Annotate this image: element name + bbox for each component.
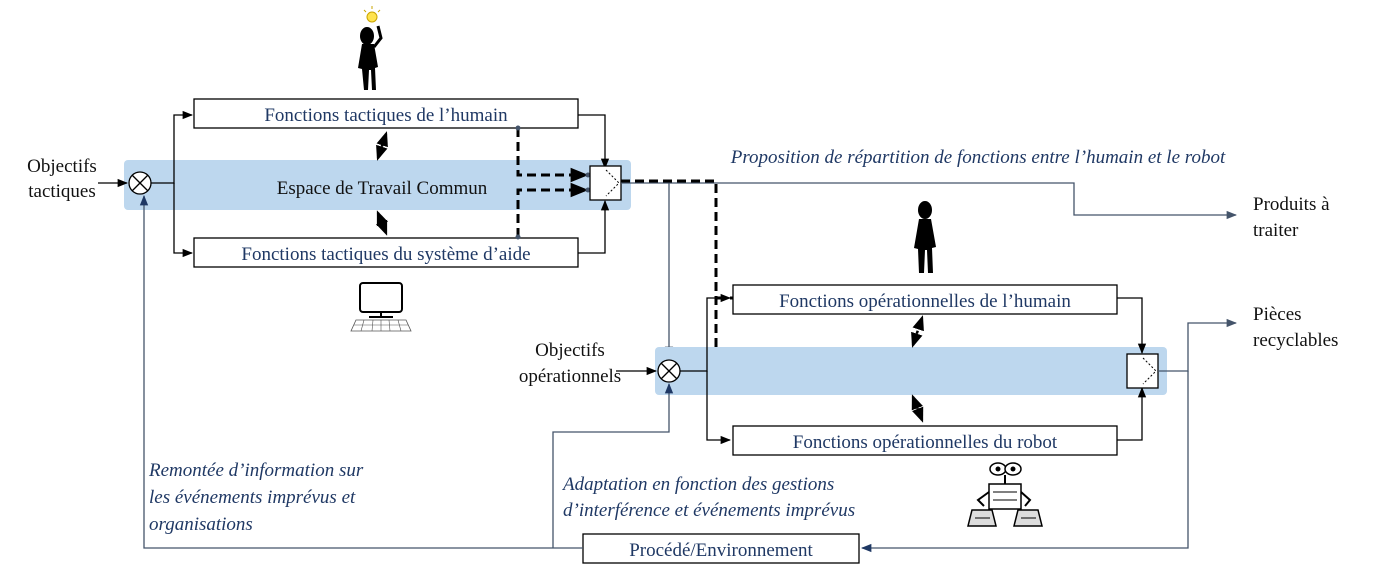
computer-icon <box>350 282 412 332</box>
proposal-label: Proposition de répartition de fonctions … <box>730 147 1226 168</box>
products-label-2: traiter <box>1253 220 1299 241</box>
feedback-right-label-2: d’interférence et événements imprévus <box>563 500 855 521</box>
human-operational-functions-box <box>732 284 1118 315</box>
tactical-exchange-bottom <box>375 210 389 236</box>
connector-dot <box>515 125 521 131</box>
tactical-comparator-icon <box>128 171 152 195</box>
tactical-integrator-icon <box>589 165 622 201</box>
operational-workspace-band <box>655 347 1167 395</box>
thinking-human-icon <box>358 6 383 90</box>
feedback-right-label: Adaptation en fonction des gestions <box>561 474 834 495</box>
aid-system-tactical-functions-label: Fonctions tactiques du système d’aide <box>241 244 530 265</box>
tactical-branch-down <box>173 183 194 258</box>
tactical-human-to-integrator <box>578 114 610 170</box>
operational-comparator-icon <box>657 359 681 383</box>
tactical-dashed-aid <box>516 182 589 237</box>
common-workspace-label: Espace de Travail Commun <box>277 178 488 199</box>
tactical-aid-to-integrator <box>578 199 610 254</box>
operational-objectives-label-2: opérationnels <box>519 366 621 387</box>
parts-label: Pièces <box>1253 304 1302 325</box>
operational-branch-up <box>680 293 732 372</box>
operational-integrator-icon <box>1126 353 1159 389</box>
operational-human-to-integrator <box>1117 297 1147 355</box>
feedback-left-label: Remontée d’information sur <box>148 460 364 481</box>
parts-label-2: recyclables <box>1253 330 1338 351</box>
human-tactical-functions-label: Fonctions tactiques de l’humain <box>264 105 508 126</box>
robot-operational-functions-box <box>732 425 1118 456</box>
output-to-products <box>621 182 1238 220</box>
dashed-proposal-to-operational <box>621 179 1128 376</box>
operational-exchange-bottom <box>911 394 924 423</box>
operational-exchange-top <box>911 315 924 348</box>
feedback-to-tactical <box>139 194 583 549</box>
connector-dot <box>515 234 521 240</box>
feedback-to-operational <box>552 382 674 548</box>
output-to-parts <box>1158 318 1238 372</box>
tactical-objectives-label-2: tactiques <box>28 181 96 202</box>
robot-icon <box>967 462 1043 527</box>
human-tactical-functions-box <box>193 98 579 129</box>
tactical-exchange-top <box>376 131 388 161</box>
robot-operational-functions-label: Fonctions opérationnelles du robot <box>793 432 1058 453</box>
feedback-left-label-2: les événements imprévus et <box>149 487 356 508</box>
operational-robot-to-integrator <box>1117 386 1147 441</box>
tactical-objectives-label: Objectifs <box>27 156 97 177</box>
products-label: Produits à <box>1253 194 1330 215</box>
connector-dot <box>585 172 591 178</box>
operator-human-icon <box>914 201 936 273</box>
common-workspace-band <box>124 160 631 210</box>
operational-branch-down <box>706 371 732 445</box>
connector-dot <box>585 187 591 193</box>
tactical-dashed-human <box>516 128 589 183</box>
feedback-left-label-3: organisations <box>149 514 253 535</box>
operational-to-process <box>860 371 1189 553</box>
human-operational-functions-label: Fonctions opérationnelles de l’humain <box>779 291 1071 312</box>
process-environment-label: Procédé/Environnement <box>629 540 813 561</box>
operational-objectives-label: Objectifs <box>535 340 605 361</box>
tactical-branch-up <box>151 110 194 184</box>
